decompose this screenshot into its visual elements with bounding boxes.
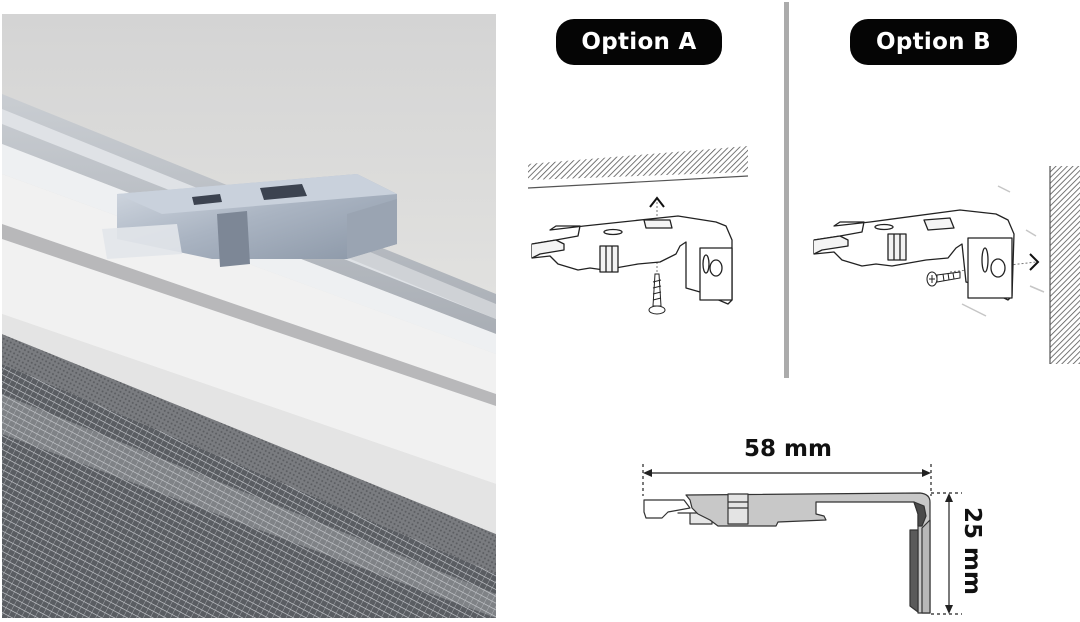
dimension-diagram <box>620 420 1000 620</box>
option-a-label: Option A <box>556 19 722 65</box>
wall-hatch-icon <box>1049 166 1080 364</box>
bracket-icon <box>813 209 1015 301</box>
bracket-profile <box>643 492 931 614</box>
width-dimension-label: 58 mm <box>744 436 832 462</box>
bracket-photo <box>102 174 397 267</box>
chevron-right-icon <box>949 253 1040 273</box>
option-b-diagram <box>800 150 1080 370</box>
screw-icon <box>648 273 666 315</box>
screw-icon <box>926 271 961 287</box>
options-divider <box>784 2 789 378</box>
ceiling-hatch-icon <box>527 146 749 189</box>
height-dimension-line <box>931 492 962 615</box>
width-dimension-line <box>642 464 932 496</box>
bracket-icon <box>531 215 733 305</box>
option-a-diagram <box>520 140 760 330</box>
height-dimension-label: 25 mm <box>958 507 985 595</box>
product-photo <box>2 14 496 618</box>
option-b-label: Option B <box>850 19 1017 65</box>
